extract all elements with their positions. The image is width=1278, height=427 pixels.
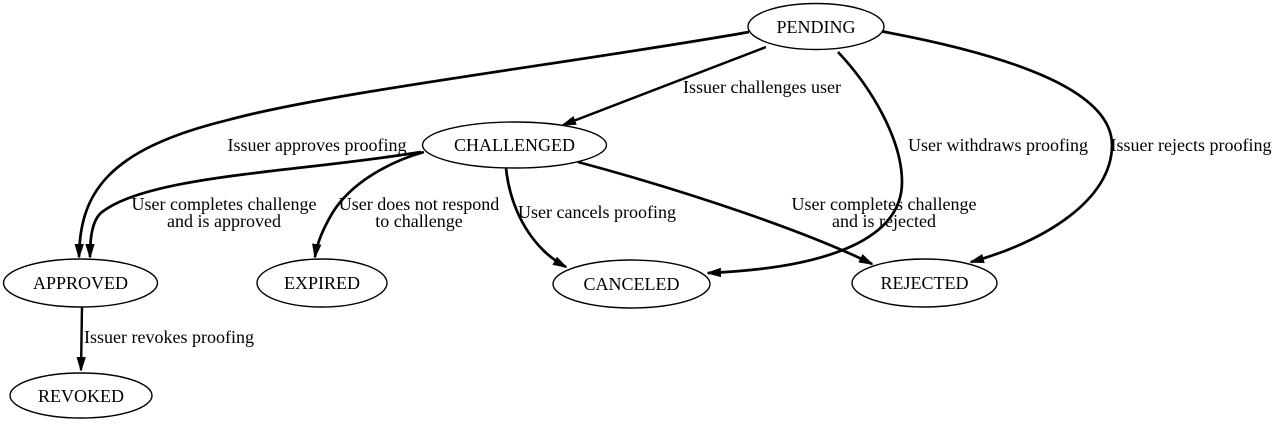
edge-label-issuer-revokes-proofing: Issuer revokes proofing (84, 327, 254, 347)
state-pending-label: PENDING (777, 17, 856, 37)
edge-challenged-rejected (577, 160, 872, 266)
edge-label-issuer-challenges-user: Issuer challenges user (683, 77, 841, 97)
state-approved-label: APPROVED (33, 273, 128, 293)
edge-label-user-cancels-proofing: User cancels proofing (518, 202, 676, 222)
edge-pending-approved (79, 30, 750, 257)
state-revoked-ellipse (9, 372, 153, 419)
edge-pending-canceled (708, 51, 904, 273)
edge-label-completes-approved-line1: User completes challenge (132, 194, 317, 214)
edge-label-issuer-rejects-proofing: Issuer rejects proofing (1111, 135, 1272, 155)
state-revoked-label: REVOKED (38, 386, 124, 406)
edge-label-completes-rejected-line2: and is rejected (832, 211, 936, 231)
edge-label-completes-rejected-line1: User completes challenge (792, 194, 977, 214)
state-approved: APPROVED (2, 258, 159, 308)
state-revoked: REVOKED (9, 372, 153, 419)
state-challenged: CHALLENGED (421, 121, 608, 169)
state-pending: PENDING (747, 2, 885, 51)
state-expired-label: EXPIRED (284, 273, 360, 293)
state-expired-ellipse (256, 258, 388, 308)
state-canceled: CANCELED (552, 259, 711, 309)
edge-label-no-respond-line1: User does not respond (339, 194, 499, 214)
state-pending-ellipse (747, 2, 885, 51)
edge-labels: Issuer challenges user Issuer approves p… (84, 77, 1271, 347)
edge-pending-challenged (563, 45, 767, 127)
edge-approved-revoked (81, 305, 82, 370)
state-expired: EXPIRED (256, 258, 388, 308)
edges (79, 29, 1114, 370)
edge-challenged-canceled (504, 167, 566, 269)
edge-challenged-expired (315, 150, 425, 257)
state-challenged-ellipse (421, 121, 608, 169)
state-approved-ellipse (2, 258, 159, 308)
state-rejected-ellipse (851, 258, 998, 308)
edge-challenged-approved (90, 150, 422, 257)
state-challenged-label: CHALLENGED (454, 135, 575, 155)
state-canceled-ellipse (552, 259, 711, 309)
states: PENDING CHALLENGED APPROVED EXPIRED CANC… (2, 2, 998, 419)
state-rejected-label: REJECTED (881, 273, 969, 293)
edge-pending-rejected (879, 29, 1114, 264)
state-canceled-label: CANCELED (584, 274, 680, 294)
edge-label-no-respond-line2: to challenge (375, 211, 462, 231)
state-rejected: REJECTED (851, 258, 998, 308)
edge-label-completes-approved-line2: and is approved (167, 211, 281, 231)
edge-label-issuer-approves-proofing: Issuer approves proofing (228, 135, 407, 155)
edge-label-user-withdraws-proofing: User withdraws proofing (908, 135, 1088, 155)
